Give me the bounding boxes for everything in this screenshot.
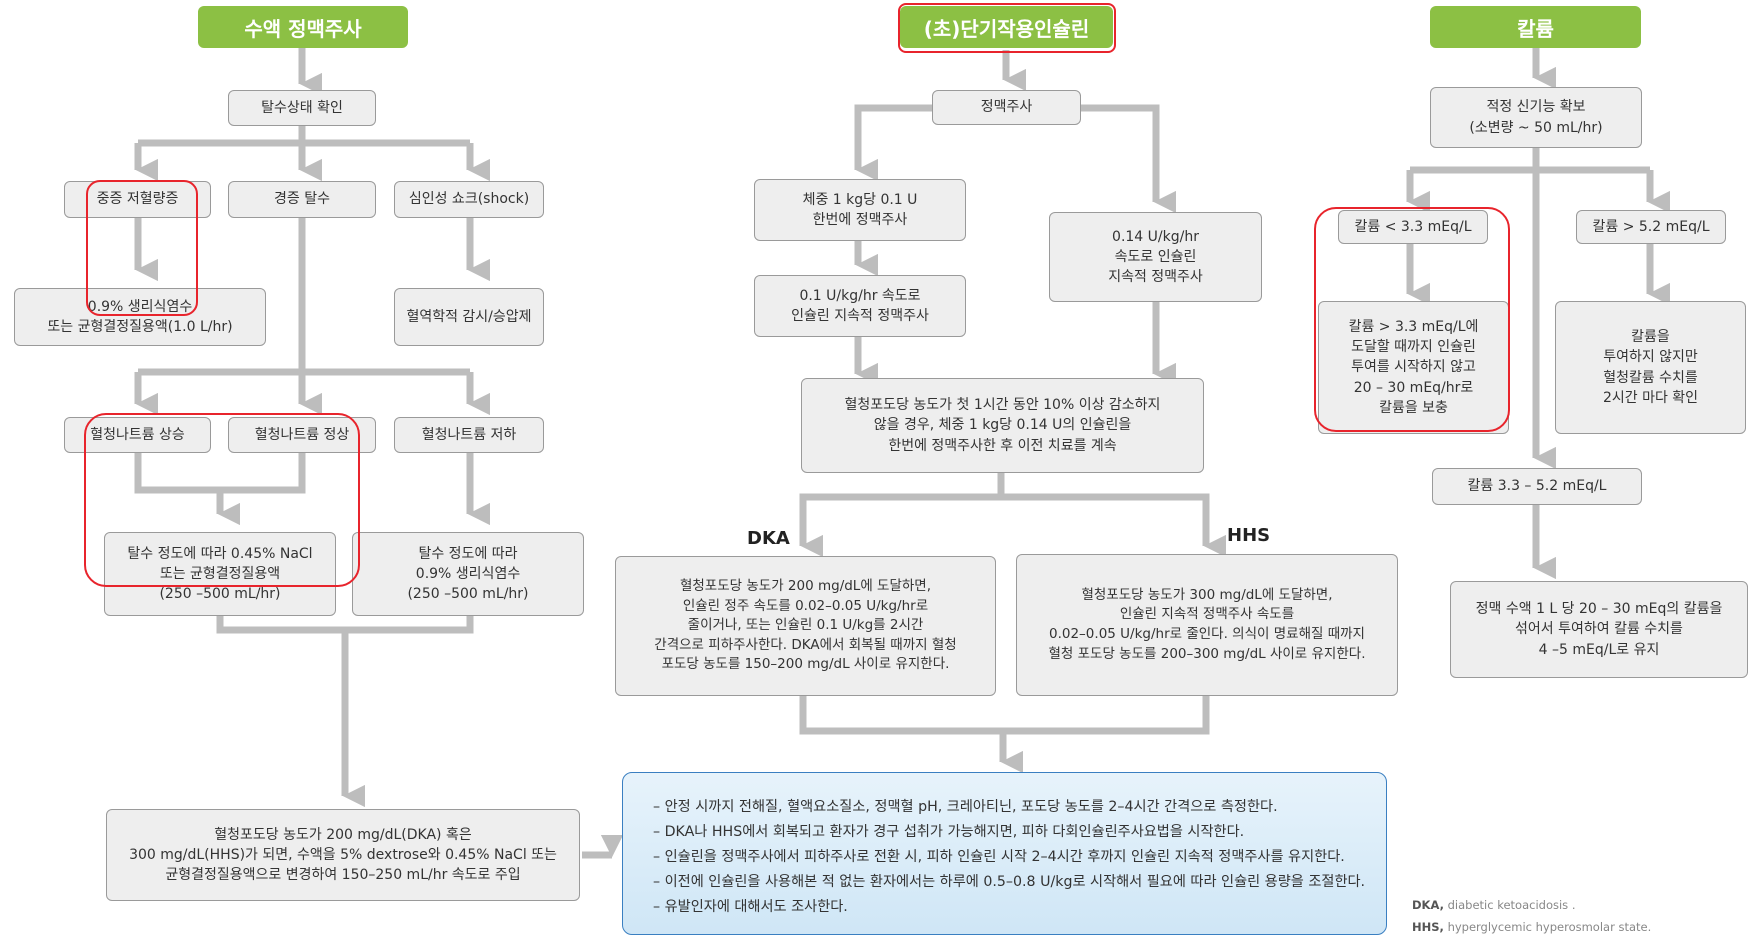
- dka-text-box: 혈청포도당 농도가 200 mg/dL에 도달하면, 인슐린 정주 속도를 0.…: [615, 556, 996, 696]
- header-insulin: (초)단기작용인슐린: [900, 6, 1113, 48]
- k-low-action-box: 칼륨 > 3.3 mEq/L에 도달할 때까지 인슐린 투여를 시작하지 않고 …: [1318, 301, 1509, 434]
- k-high-box: 칼륨 > 5.2 mEq/L: [1576, 210, 1726, 244]
- notes-panel: 안정 시까지 전해질, 혈액요소질소, 정맥혈 pH, 크레아티닌, 포도당 농…: [622, 772, 1387, 935]
- note-item: 안정 시까지 전해질, 혈액요소질소, 정맥혈 pH, 크레아티닌, 포도당 농…: [653, 795, 1386, 820]
- k-high-action-box: 칼륨을 투여하지 않지만 혈청칼륨 수치를 2시간 마다 확인: [1555, 301, 1746, 434]
- highlight-severe-hypovolemia: [86, 180, 198, 316]
- footnote-hhs-text: hyperglycemic hyperosmolar state.: [1447, 920, 1652, 934]
- hhs-label: HHS: [1227, 525, 1271, 546]
- highlight-k-low: [1314, 207, 1510, 432]
- check-dehydration-box: 탈수상태 확인: [228, 90, 376, 126]
- mild-dehydration-box: 경증 탈수: [228, 181, 376, 218]
- cardiogenic-shock-box: 심인성 쇼크(shock): [394, 181, 544, 218]
- renal-function-box: 적정 신기능 확보 (소변량 ~ 50 mL/hr): [1430, 87, 1642, 148]
- footnote-dka-abbr: DKA,: [1412, 898, 1444, 912]
- highlight-sodium-half-saline: [84, 413, 360, 587]
- footnote-dka: DKA, diabetic ketoacidosis .: [1412, 898, 1575, 912]
- header-potassium: 칼륨: [1430, 6, 1641, 48]
- header-fluid: 수액 정맥주사: [198, 6, 408, 48]
- sodium-low-box: 혈청나트륨 저하: [394, 417, 544, 453]
- note-item: 이전에 인슐린을 사용해본 적 없는 환자에서는 하루에 0.5–0.8 U/k…: [653, 870, 1386, 895]
- insulin-bolus-box: 체중 1 kg당 0.1 U 한번에 정맥주사: [754, 179, 966, 241]
- footnote-hhs-abbr: HHS,: [1412, 920, 1444, 934]
- normal-saline-box: 탈수 정도에 따라 0.9% 생리식염수 (250 –500 mL/hr): [352, 532, 584, 616]
- half-saline-box: 탈수 정도에 따라 0.45% NaCl 또는 균형결정질용액 (250 –50…: [104, 532, 336, 616]
- no-decrease-box: 혈청포도당 농도가 첫 1시간 동안 10% 이상 감소하지 않을 경우, 체중…: [801, 378, 1204, 473]
- k-mid-action-box: 정맥 수액 1 L 당 20 – 30 mEq의 칼륨을 섞어서 투여하여 칼륨…: [1450, 581, 1748, 678]
- footnote-hhs: HHS, hyperglycemic hyperosmolar state.: [1412, 920, 1651, 934]
- highlight-insulin-header: [898, 3, 1116, 53]
- insulin-iv-box: 정맥주사: [932, 90, 1081, 125]
- k-low-box: 칼륨 < 3.3 mEq/L: [1338, 210, 1488, 244]
- note-item: DKA나 HHS에서 회복되고 환자가 경구 섭취가 가능해지면, 피하 다회인…: [653, 820, 1386, 845]
- glucose-switch-box: 혈청포도당 농도가 200 mg/dL(DKA) 혹은 300 mg/dL(HH…: [106, 809, 580, 901]
- k-mid-box: 칼륨 3.3 – 5.2 mEq/L: [1432, 468, 1642, 505]
- hemodynamic-box: 혈역학적 감시/승압제: [394, 288, 544, 346]
- saline-fast-box: 0.9% 생리식염수 또는 균형결정질용액(1.0 L/hr): [14, 288, 266, 346]
- insulin-infusion-01-box: 0.1 U/kg/hr 속도로 인슐린 지속적 정맥주사: [754, 275, 966, 337]
- footnote-dka-text: diabetic ketoacidosis .: [1447, 898, 1576, 912]
- note-item: 인슐린을 정맥주사에서 피하주사로 전환 시, 피하 인슐린 시작 2–4시간 …: [653, 845, 1386, 870]
- note-item: 유발인자에 대해서도 조사한다.: [653, 895, 1386, 920]
- hhs-text-box: 혈청포도당 농도가 300 mg/dL에 도달하면, 인슐린 지속적 정맥주사 …: [1016, 554, 1398, 696]
- insulin-infusion-014-box: 0.14 U/kg/hr 속도로 인슐린 지속적 정맥주사: [1049, 212, 1262, 302]
- dka-label: DKA: [747, 528, 790, 549]
